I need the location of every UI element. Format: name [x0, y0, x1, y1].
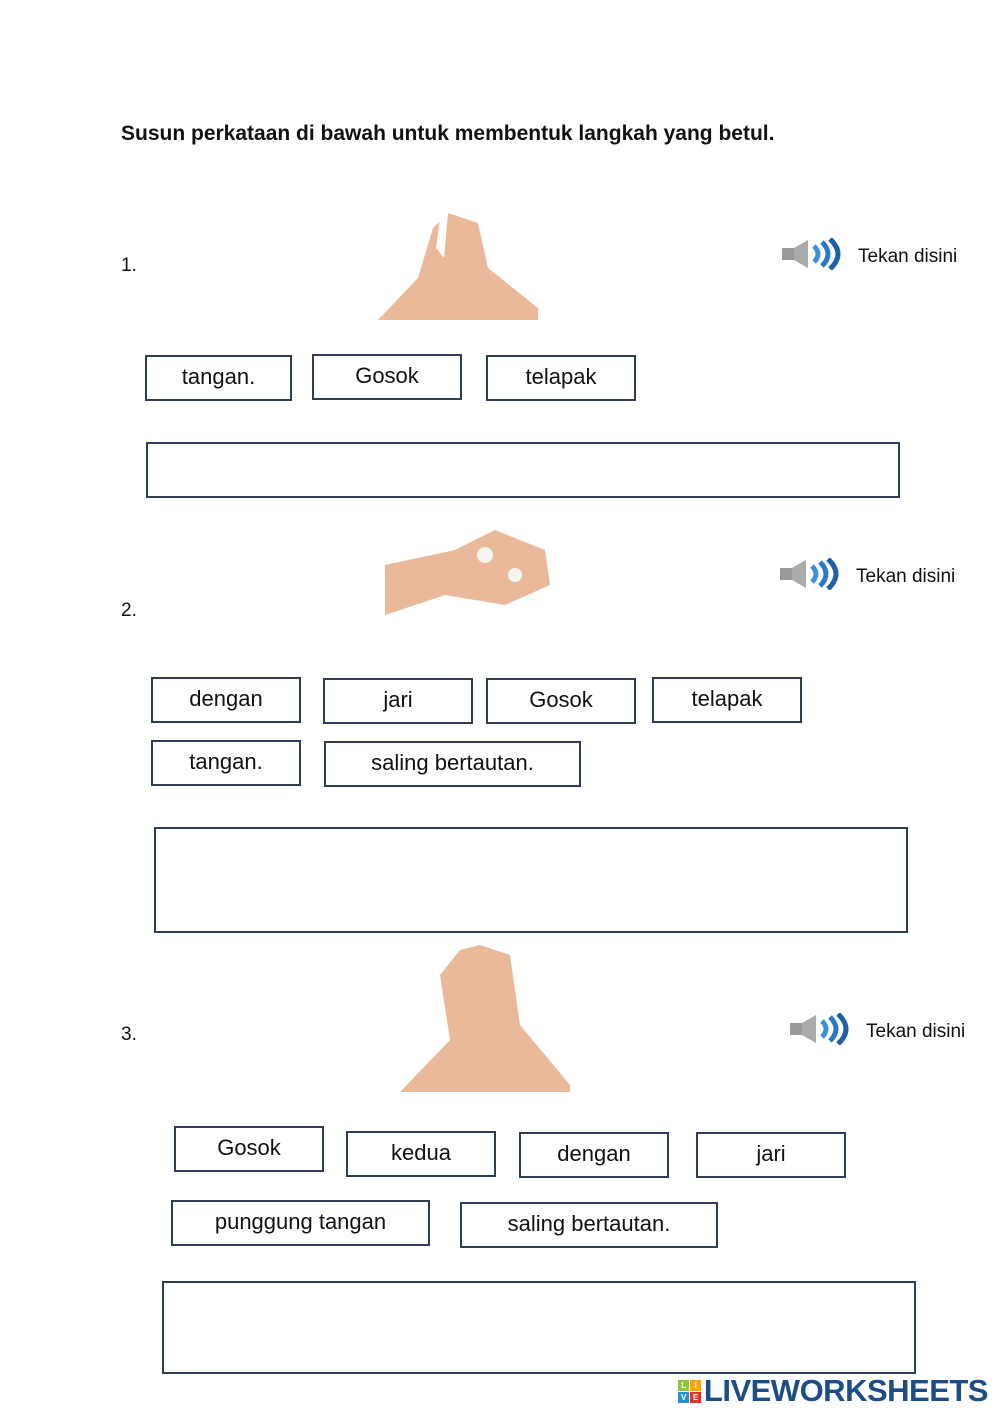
word-tile[interactable]: tangan. [145, 355, 292, 401]
word-tile[interactable]: jari [323, 678, 473, 724]
answer-box-3[interactable] [162, 1281, 916, 1374]
hand-rub-palms-image [378, 213, 538, 320]
word-tile[interactable]: saling bertautan. [460, 1202, 718, 1248]
word-tile[interactable]: dengan [519, 1132, 669, 1178]
word-tile[interactable]: saling bertautan. [324, 741, 581, 787]
answer-box-2[interactable] [154, 827, 908, 933]
audio-label: Tekan disini [858, 246, 958, 267]
word-tile[interactable]: tangan. [151, 740, 301, 786]
question-number-3: 3. [121, 1024, 137, 1045]
audio-label: Tekan disini [866, 1021, 966, 1042]
hand-interlaced-soap-image [385, 530, 550, 615]
question-number-1: 1. [121, 255, 137, 276]
word-tile[interactable]: telapak [652, 677, 802, 723]
word-tile[interactable]: Gosok [486, 678, 636, 724]
speaker-icon [780, 557, 842, 596]
hand-back-rub-image [400, 945, 570, 1092]
word-tile[interactable]: dengan [151, 677, 301, 723]
word-tile[interactable]: punggung tangan [171, 1200, 430, 1246]
speaker-icon [782, 237, 844, 276]
word-tile[interactable]: kedua [346, 1131, 496, 1177]
word-tile[interactable]: jari [696, 1132, 846, 1178]
answer-box-1[interactable] [146, 442, 900, 498]
audio-button-1[interactable]: Tekan disini [782, 237, 958, 276]
speaker-icon [790, 1012, 852, 1051]
audio-button-2[interactable]: Tekan disini [780, 557, 956, 596]
audio-button-3[interactable]: Tekan disini [790, 1012, 966, 1051]
word-tile[interactable]: telapak [486, 355, 636, 401]
word-tile[interactable]: Gosok [174, 1126, 324, 1172]
word-tile[interactable]: Gosok [312, 354, 462, 400]
audio-label: Tekan disini [856, 566, 956, 587]
logo-text: LIVEWORKSHEETS [703, 1373, 989, 1408]
question-number-2: 2. [121, 600, 137, 621]
instruction-title: Susun perkataan di bawah untuk membentuk… [121, 122, 775, 145]
